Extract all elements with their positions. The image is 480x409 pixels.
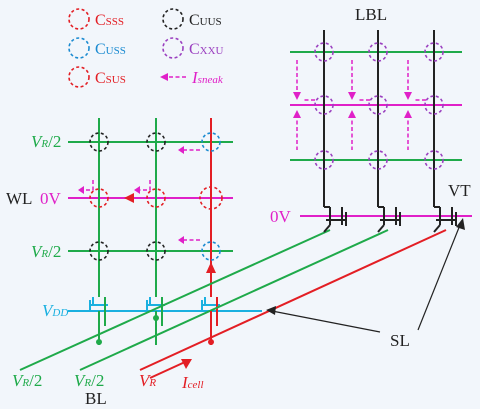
right-sneak-paths xyxy=(296,60,426,150)
legend: CSSS CUSS CSUS CUUS CXXU Isneak xyxy=(68,8,224,88)
node-dot-3 xyxy=(208,339,214,345)
label-right-zero-v: 0V xyxy=(270,207,292,226)
sl-pointer-1-head xyxy=(266,306,276,315)
legend-label-c-sus: CSUS xyxy=(95,70,126,87)
sl-pointer-1 xyxy=(271,310,381,333)
left-sneak-arrowheads xyxy=(78,146,184,244)
right-cells xyxy=(314,42,444,170)
left-array: VR/2 WL 0V VR/2 VDD VR/2 VR/2 VR BL Icel… xyxy=(6,118,447,408)
vt-transistors xyxy=(323,206,457,233)
legend-label-c-uss: CUSS xyxy=(95,41,126,58)
left-cells xyxy=(89,132,223,261)
legend-label-c-uus: CUUS xyxy=(189,12,222,29)
label-vdd: VDD xyxy=(42,301,68,320)
legend-marker-c-sus xyxy=(68,66,90,88)
label-bottom-mid-voltage: VR/2 xyxy=(74,371,104,390)
label-bl: BL xyxy=(85,389,107,408)
right-sneak-arrowheads xyxy=(293,92,412,118)
legend-marker-c-xxu xyxy=(162,37,184,59)
sl-diag-1 xyxy=(19,229,331,371)
label-icell: Icell xyxy=(181,373,204,392)
label-lbl: LBL xyxy=(355,5,387,24)
label-wl-bottom-voltage: VR/2 xyxy=(31,242,61,261)
node-dot-2 xyxy=(153,315,159,321)
label-sl: SL xyxy=(390,331,410,350)
node-dot-1 xyxy=(96,339,102,345)
sl-pointer-2 xyxy=(417,224,461,331)
icell-arrowhead xyxy=(181,359,192,369)
sl-pointer-2-head xyxy=(456,218,465,230)
selected-bl-up-arrowhead xyxy=(206,262,216,273)
legend-label-c-sss: CSSS xyxy=(95,12,124,29)
legend-sneak-arrowhead xyxy=(160,73,168,81)
icell-arrow-line xyxy=(149,361,186,379)
legend-marker-c-uus xyxy=(162,8,184,30)
legend-marker-c-sss xyxy=(68,8,90,30)
label-wl-selected-voltage: 0V xyxy=(40,189,62,208)
label-bottom-left-voltage: VR/2 xyxy=(12,371,42,390)
label-bottom-right-voltage: VR xyxy=(139,371,156,390)
legend-marker-c-uss xyxy=(68,37,90,59)
sl-diag-2 xyxy=(79,229,389,371)
legend-label-c-xxu: CXXU xyxy=(189,41,224,58)
label-wl-top-voltage: VR/2 xyxy=(31,132,61,151)
select-transistors xyxy=(89,297,220,326)
selected-wl-arrowhead xyxy=(124,193,134,203)
sl-diag-3 xyxy=(139,229,447,371)
legend-label-i-sneak: Isneak xyxy=(191,68,224,87)
left-sneak-paths xyxy=(82,149,200,241)
label-wl-name: WL xyxy=(6,189,32,208)
label-vt: VT xyxy=(448,181,471,200)
right-array: LBL VT 0V SL xyxy=(266,5,472,350)
